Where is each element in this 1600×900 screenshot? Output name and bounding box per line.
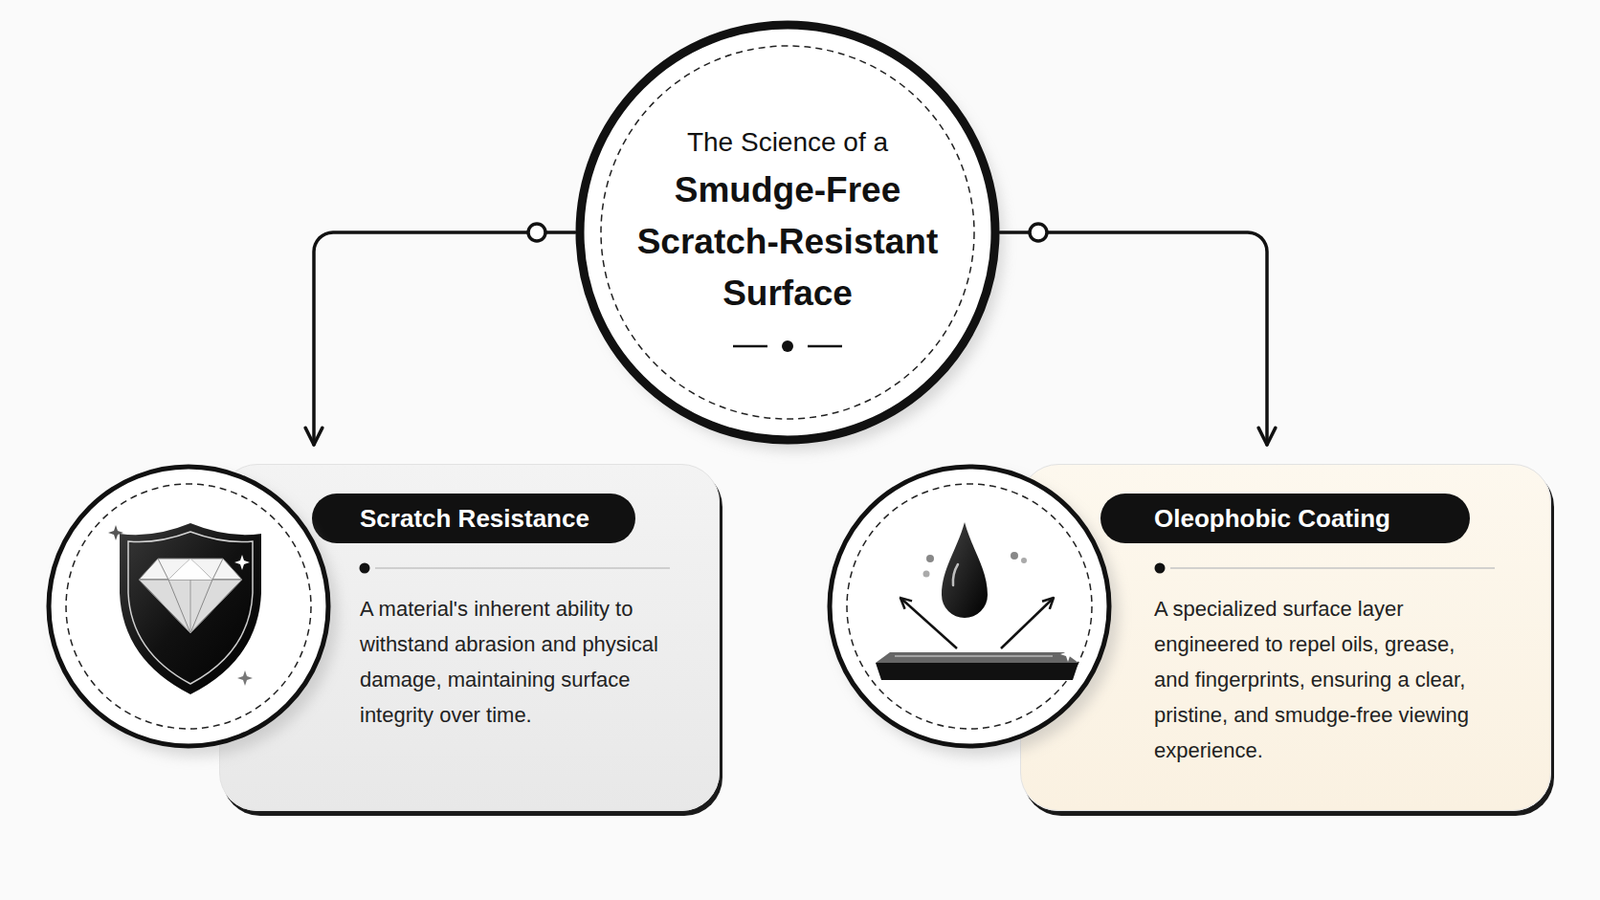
concept-card: Oleophobic Coating A specialized surface … (1020, 464, 1552, 812)
diamond-icon (138, 558, 243, 634)
connector-joint (528, 223, 546, 242)
heading-pill: Scratch Resistance (311, 493, 636, 544)
title-main: Smudge-Free Scratch-Resistant Surface (600, 164, 975, 320)
body-text: A specialized surface layer engineered t… (1154, 591, 1475, 769)
heading-pill: Oleophobic Coating (1100, 493, 1470, 544)
body-text: A material's inherent ability to withsta… (359, 591, 686, 734)
sparkle (108, 525, 253, 687)
repel-arrow (901, 599, 1053, 649)
circle-inner-dash (600, 45, 975, 420)
connector-arrow (1000, 232, 1267, 445)
shield-icon (119, 523, 262, 695)
title-lead: The Science of a (575, 125, 1000, 160)
connector-arrow (313, 232, 576, 445)
topic-circle: The Science of a Smudge-Free Scratch-Resi… (575, 20, 1000, 445)
connector-joint (1029, 223, 1047, 242)
oil-drop-icon (923, 522, 1028, 619)
concept-card: Scratch Resistance A material's inherent … (219, 464, 720, 812)
title-ornament (733, 340, 843, 353)
icon-circle (829, 466, 1119, 757)
circle-border (579, 24, 996, 441)
card-divider (359, 563, 1496, 575)
icon-circle (48, 466, 338, 757)
surface-plate (875, 646, 1079, 681)
